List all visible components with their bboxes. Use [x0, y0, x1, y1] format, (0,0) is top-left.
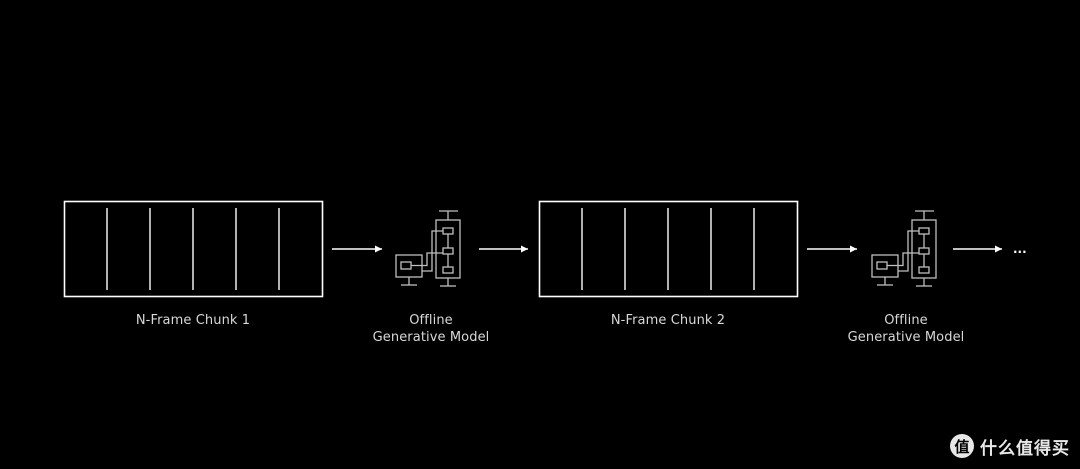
model-1-label-line2: Generative Model — [372, 330, 490, 345]
model-2-label: Offline Generative Model — [831, 312, 981, 346]
chunk-2-label-text: N-Frame Chunk 2 — [610, 313, 726, 328]
watermark-text: 什么值得买 — [980, 438, 1070, 459]
model-1-label-line1: Offline — [409, 313, 453, 328]
frame-chunk-2 — [538, 200, 799, 298]
watermark: 值 什么值得买 — [950, 433, 1070, 459]
model-network-icon — [871, 210, 937, 287]
watermark-logo-icon: 值 — [950, 434, 974, 458]
model-network-icon — [395, 210, 461, 287]
chunk-1-label: N-Frame Chunk 1 — [64, 312, 322, 329]
model-2-label-line1: Offline — [884, 313, 928, 328]
model-2-label-line2: Generative Model — [847, 330, 965, 345]
chunk-1-label-text: N-Frame Chunk 1 — [135, 313, 251, 328]
model-1-label: Offline Generative Model — [356, 312, 506, 346]
chunk-2-label: N-Frame Chunk 2 — [539, 312, 797, 329]
continuation-ellipsis: ... — [1013, 242, 1027, 256]
frame-chunk-1 — [63, 200, 324, 298]
